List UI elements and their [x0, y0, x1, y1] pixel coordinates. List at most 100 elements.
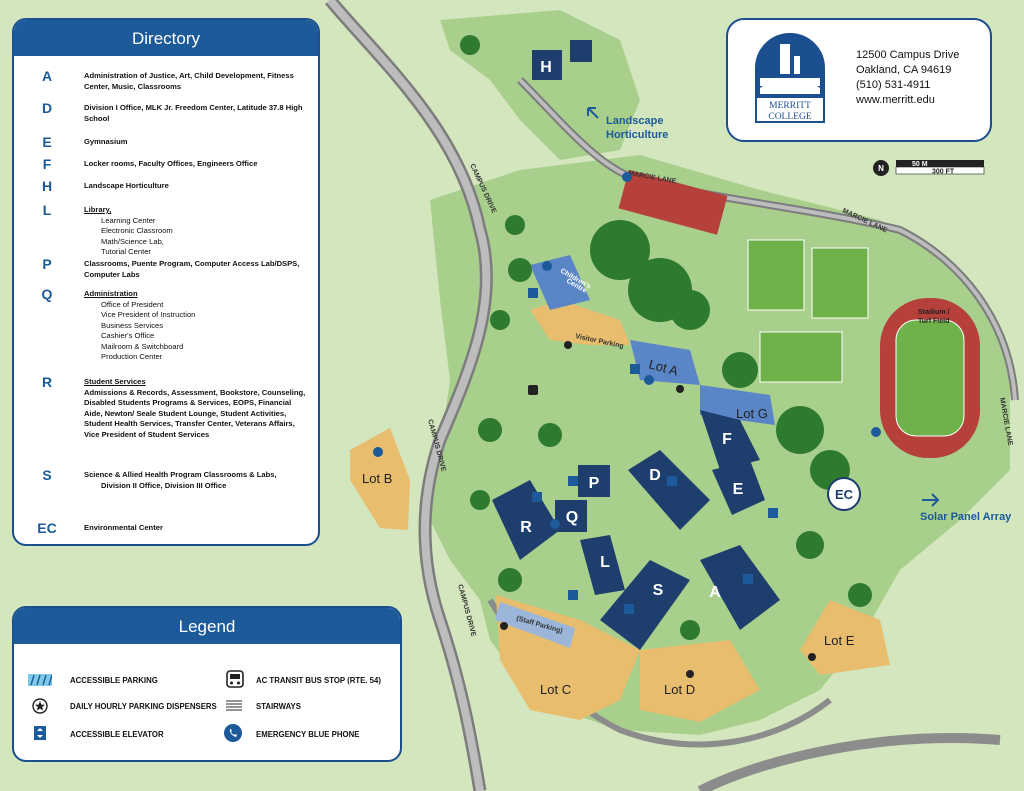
legend-accessible-parking: ACCESSIBLE PARKING	[70, 676, 158, 685]
elevator-icon	[743, 574, 753, 584]
legend-accessible-elevator: ACCESSIBLE ELEVATOR	[70, 730, 164, 739]
scale-bar: N 50 M 300 FT	[873, 160, 985, 176]
elevator-icon	[624, 604, 634, 614]
elevator-icon	[568, 476, 578, 486]
phone-icon	[224, 724, 242, 742]
directory-heading: Student Services	[84, 377, 146, 386]
soccer-field-3	[759, 331, 843, 383]
label-building-r: R	[520, 519, 532, 536]
directory-subitem: Mailroom & Switchboard	[101, 341, 184, 351]
logo-text-merritt: MERRITT	[769, 101, 811, 111]
directory-line: Locker rooms, Faculty Offices, Engineers…	[84, 159, 258, 168]
soccer-field-1	[747, 239, 805, 311]
trees	[460, 35, 872, 640]
directory-line: Administration of Justice, Art, Child De…	[84, 71, 294, 91]
lot-a	[630, 340, 700, 385]
directory-letter: D	[41, 100, 53, 116]
label-building-h: H	[540, 59, 552, 76]
directory-letter: E	[42, 134, 52, 150]
building-h	[532, 50, 562, 80]
legend-stairways: STAIRWAYS	[256, 702, 301, 711]
soccer-field-2	[811, 247, 869, 319]
directory-letter: P	[42, 256, 52, 272]
directory-heading: Administration	[84, 289, 138, 298]
lot-b	[350, 428, 410, 530]
label-stadium-1: Stadium /	[918, 309, 950, 316]
phone-icon	[644, 375, 654, 385]
college-info-panel: MERRITT COLLEGE 12500 Campus Drive Oakla…	[726, 18, 992, 142]
marcie-lane-road-inner	[518, 78, 1017, 401]
legend-bus-stop: AC TRANSIT BUS STOP (RTE. 54)	[256, 676, 381, 685]
building-a	[700, 545, 780, 630]
directory-heading: Library,	[84, 205, 112, 214]
directory-subitem: Math/Science Lab,	[101, 236, 164, 246]
legend-parking-dispensers: DAILY HOURLY PARKING DISPENSERS	[70, 702, 217, 711]
lot-d	[640, 640, 760, 722]
phone-number: (510) 531-4911	[856, 79, 931, 91]
phone-icon	[542, 261, 552, 271]
directory-letter: S	[42, 467, 52, 483]
phone-icon	[871, 427, 881, 437]
directory-letter: H	[41, 178, 53, 194]
scale-feet: 300 FT	[932, 169, 955, 176]
stadium-field	[895, 319, 965, 437]
directory-line: Environmental Center	[84, 523, 163, 532]
directory-letter: L	[42, 202, 52, 218]
directory-letter: A	[41, 68, 53, 84]
label-solar-panel: Solar Panel Array	[920, 511, 1012, 523]
label-building-s: S	[653, 582, 664, 599]
label-building-l: L	[600, 554, 610, 571]
building-s	[600, 560, 690, 650]
label-building-e: E	[733, 481, 744, 498]
elevator-icon	[532, 492, 542, 502]
north-label: N	[878, 164, 884, 173]
directory-description: Classrooms, Puente Program, Computer Acc…	[84, 259, 308, 280]
accessible-parking-icon	[768, 508, 778, 518]
merritt-college-logo: MERRITT COLLEGE	[755, 33, 825, 123]
directory-subitem: Learning Center	[101, 215, 156, 225]
label-building-ec: EC	[835, 487, 854, 502]
building-ec	[827, 477, 861, 511]
arrow-landscape-icon	[587, 107, 599, 119]
label-lot-g: Lot G	[736, 406, 768, 421]
directory-description: Landscape Horticulture	[84, 181, 308, 192]
legend-panel: Legend ACCESSIBLE PARKING DAILY HOURLY P…	[12, 606, 402, 762]
accessible-parking-icon	[630, 364, 640, 374]
building-d	[628, 450, 710, 530]
bus-icon	[528, 385, 538, 395]
bus-icon	[226, 670, 244, 688]
legend-emergency-phone: EMERGENCY BLUE PHONE	[256, 730, 360, 739]
directory-description: Gymnasium	[84, 137, 308, 148]
phone-icon	[550, 519, 560, 529]
address-line-1: 12500 Campus Drive	[856, 49, 960, 61]
directory-description: Locker rooms, Faculty Offices, Engineers…	[84, 159, 308, 170]
directory-description: Division I Office, MLK Jr. Freedom Cente…	[84, 103, 308, 124]
directory-description: Environmental Center	[84, 523, 308, 534]
visitor-parking-area	[530, 300, 630, 345]
staff-parking	[495, 602, 575, 648]
stairs-icon	[226, 700, 242, 711]
star-icon	[686, 670, 694, 678]
lot-e	[800, 600, 890, 675]
legend-title: Legend	[14, 608, 400, 644]
directory-line: Division I Office, MLK Jr. Freedom Cente…	[84, 103, 303, 123]
label-lot-c: Lot C	[540, 682, 571, 697]
label-building-p: P	[589, 475, 600, 492]
building-l	[580, 535, 625, 595]
directory-line: Gymnasium	[84, 137, 128, 146]
arrow-solar-icon	[922, 493, 940, 507]
directory-letter: R	[41, 374, 53, 390]
scale-meters: 50 M	[912, 161, 928, 168]
label-building-a: A	[709, 584, 721, 601]
address-line-2: Oakland, CA 94619	[856, 64, 952, 76]
building-q	[555, 500, 587, 532]
directory-subitem: Vice President of Instruction	[101, 310, 196, 319]
website-link[interactable]: www.merritt.edu	[856, 94, 935, 106]
accessible-parking-icon	[28, 674, 52, 686]
building-e	[712, 460, 765, 515]
directory-line: Division II Office, Division III Office	[101, 480, 227, 490]
